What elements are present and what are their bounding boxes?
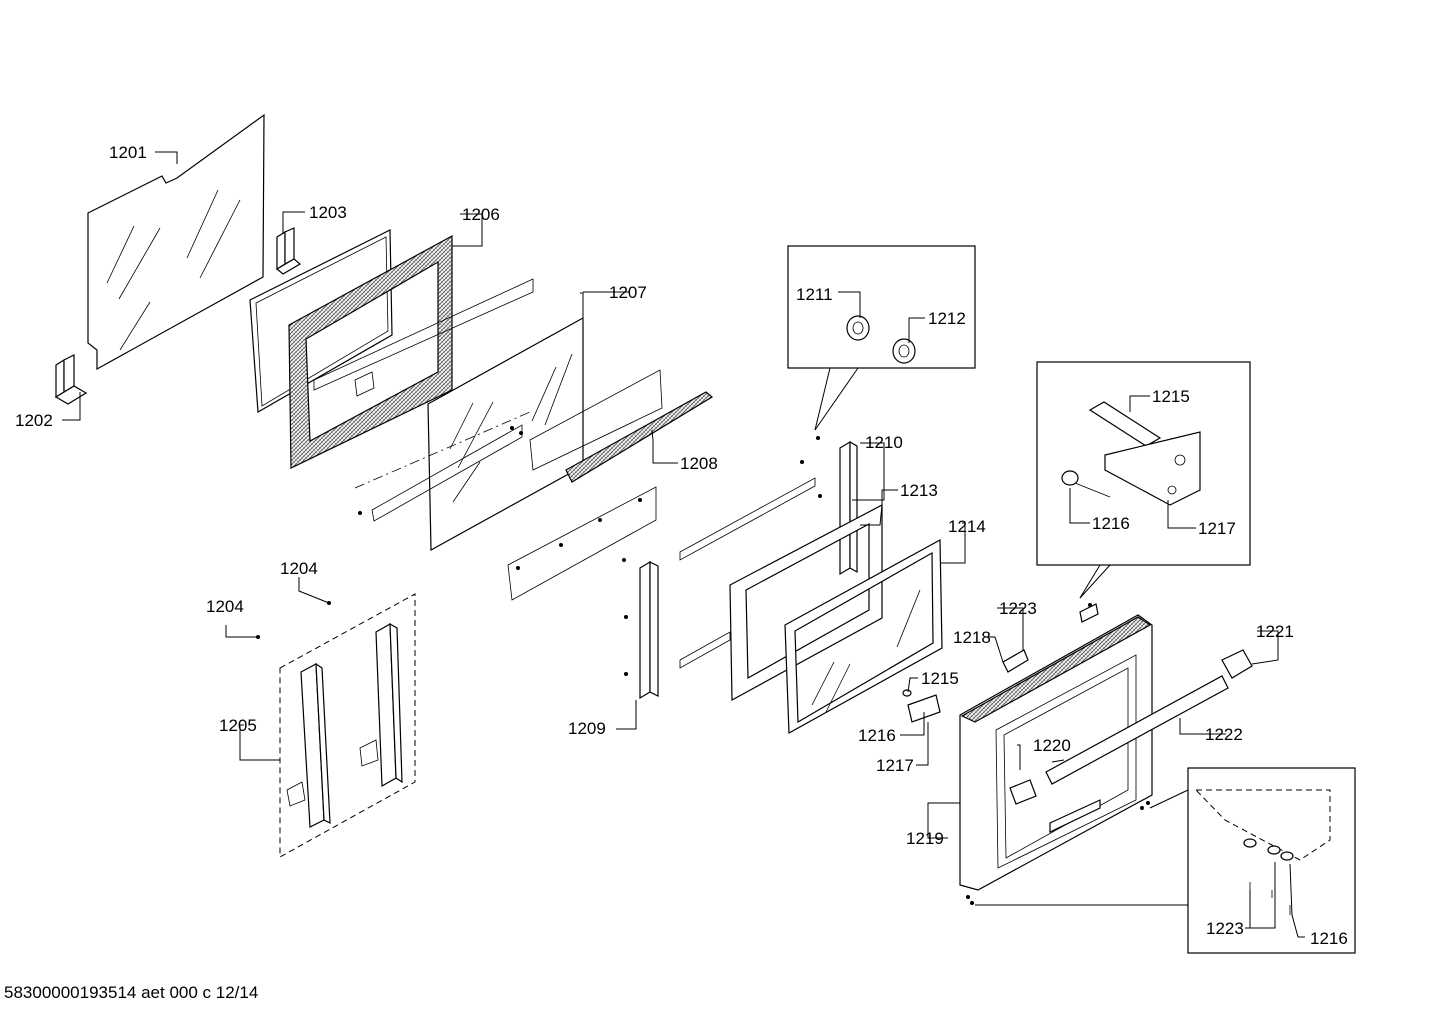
part-1219-outer-door <box>959 603 1153 905</box>
label-1223-bottom: 1223 <box>1206 919 1244 938</box>
part-1215-1217-hinge <box>902 689 941 723</box>
part-1209-hinge-bar <box>622 477 816 700</box>
label-1206: 1206 <box>462 205 500 224</box>
label-1209: 1209 <box>568 719 606 738</box>
label-1207: 1207 <box>609 283 647 302</box>
label-1218: 1218 <box>953 628 991 647</box>
part-1207-glass-panel <box>354 316 584 552</box>
part-1205-hinge-group <box>256 593 416 858</box>
detail-box-1215-1217 <box>1036 361 1251 599</box>
leader-lines <box>62 151 1305 938</box>
label-1220: 1220 <box>1033 736 1071 755</box>
part-1214-outer-glass <box>784 538 943 734</box>
part-1208-seal-strip <box>507 369 714 601</box>
label-1205: 1205 <box>219 716 257 735</box>
label-1204-left: 1204 <box>206 597 244 616</box>
part-1206-door-frame-seal <box>249 229 534 469</box>
label-1221: 1221 <box>1256 622 1294 641</box>
part-1203-bracket <box>275 227 302 275</box>
detail-box-1211-1212 <box>787 245 976 431</box>
label-1210: 1210 <box>865 433 903 452</box>
label-1204-right: 1204 <box>280 559 318 578</box>
label-1215: 1215 <box>921 669 959 688</box>
part-1222-handle-tube <box>1045 649 1253 785</box>
label-1213: 1213 <box>900 481 938 500</box>
label-1211: 1211 <box>796 285 833 304</box>
label-1202: 1202 <box>15 411 53 430</box>
part-1218-handle-cap <box>1002 649 1029 673</box>
label-1212: 1212 <box>928 309 966 328</box>
part-1201-inner-glass <box>87 113 265 371</box>
label-1214: 1214 <box>948 517 986 536</box>
label-1208: 1208 <box>680 454 718 473</box>
part-labels: 1201 1202 1203 1204 1204 1205 1206 1207 … <box>15 143 1348 948</box>
part-1202-bracket <box>54 354 88 405</box>
label-1217-detail: 1217 <box>1198 519 1236 538</box>
label-1216-bottom: 1216 <box>1310 929 1348 948</box>
label-1215-detail: 1215 <box>1152 387 1190 406</box>
detail-box-1216-1223 <box>975 767 1356 954</box>
label-1219: 1219 <box>906 829 944 848</box>
label-1217: 1217 <box>876 756 914 775</box>
label-1203: 1203 <box>309 203 347 222</box>
label-1216-detail: 1216 <box>1092 514 1130 533</box>
label-1201: 1201 <box>109 143 147 162</box>
label-1223: 1223 <box>999 599 1037 618</box>
part-1213-frame <box>729 504 883 702</box>
label-1222: 1222 <box>1205 725 1243 744</box>
document-footer: 58300000193514 aet 000 c 12/14 <box>4 983 258 1002</box>
label-1216: 1216 <box>858 726 896 745</box>
